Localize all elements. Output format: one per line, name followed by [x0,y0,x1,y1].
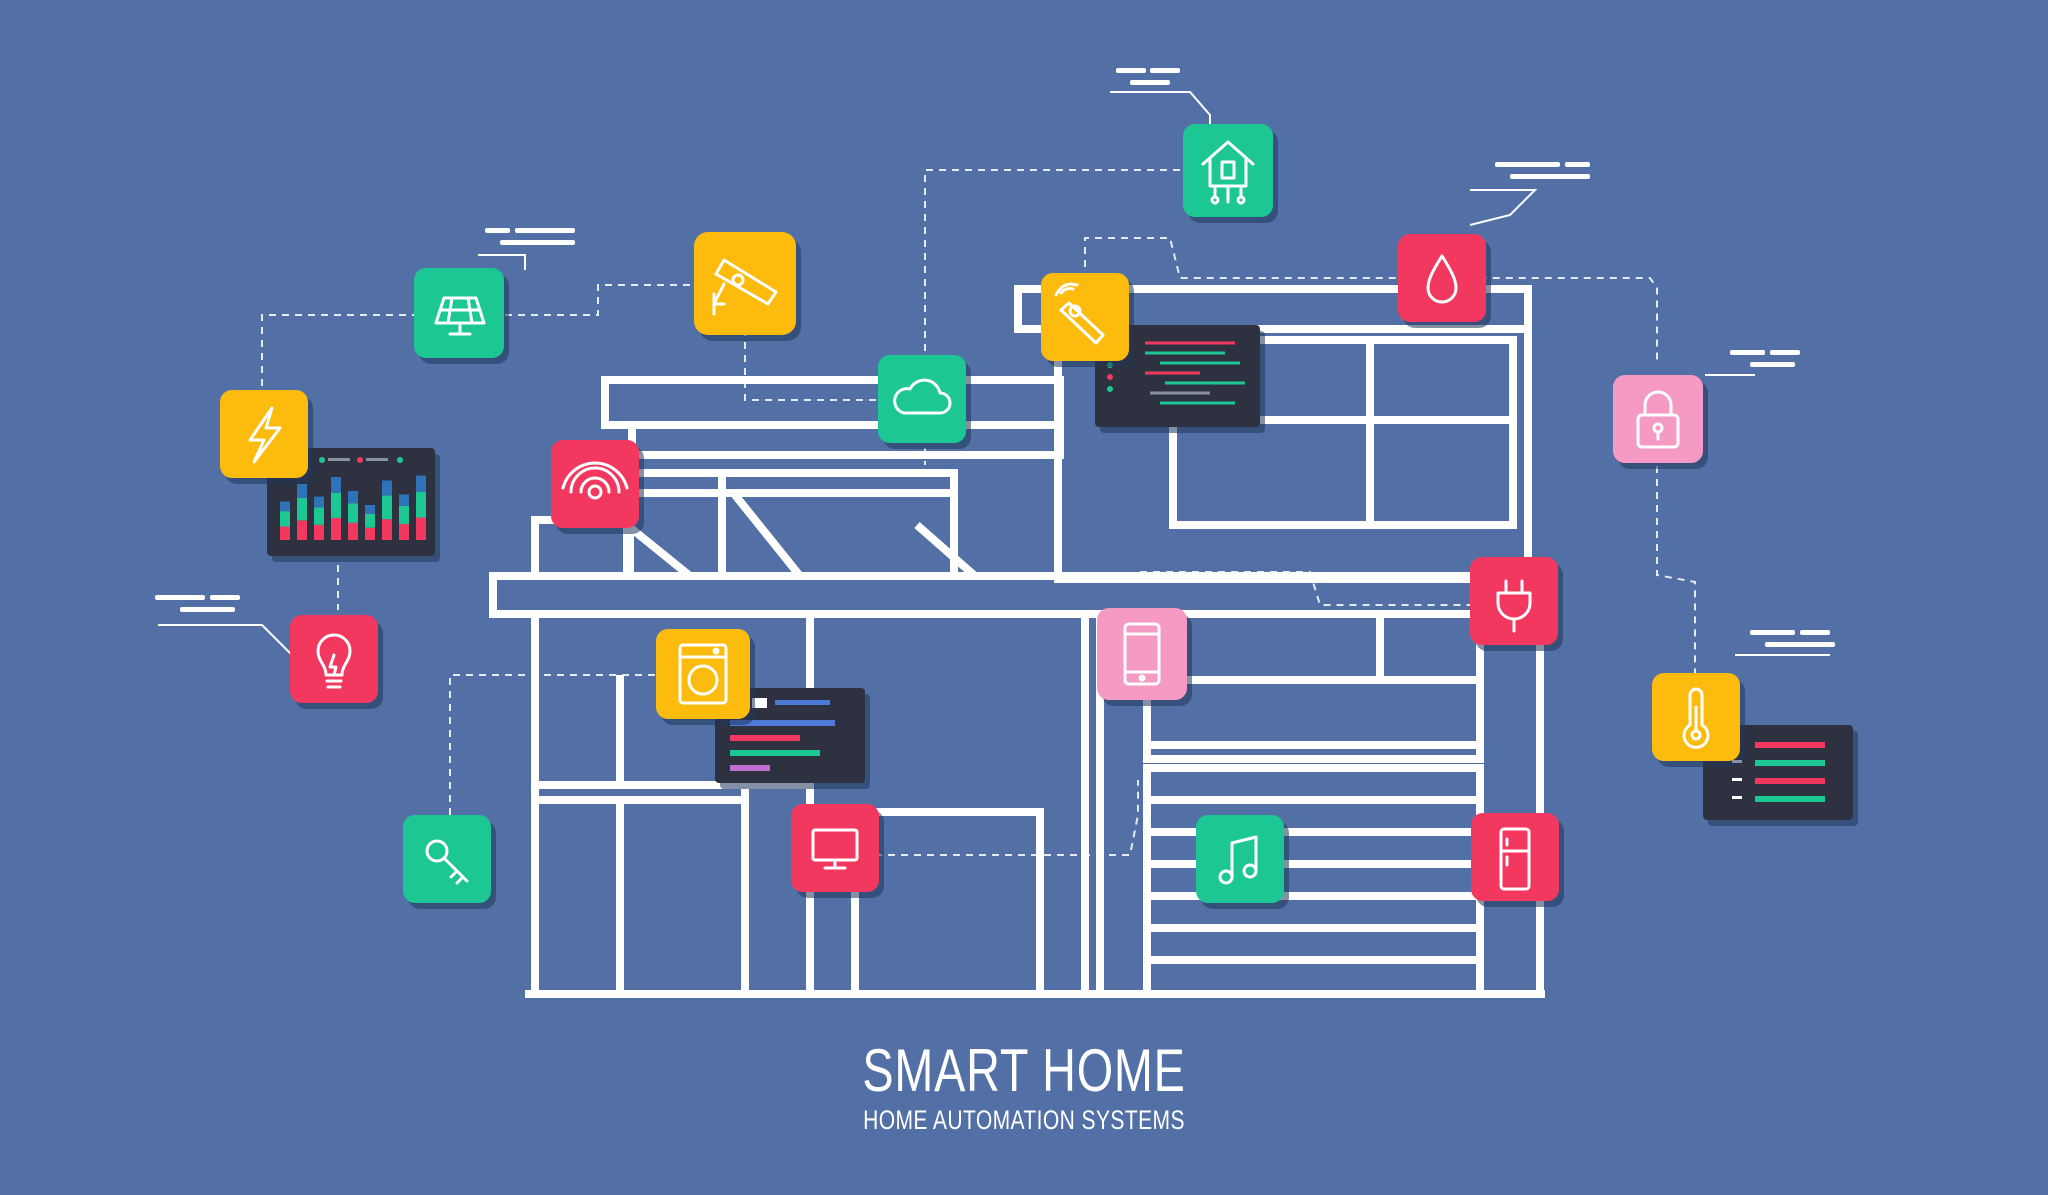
code-panel-top [1095,325,1260,427]
energy-bar-0-seg-2 [280,501,290,512]
power-plug-icon[interactable] [1470,557,1558,645]
remote-control-icon[interactable] [1041,273,1129,361]
energy-bar-0-seg-1 [280,511,290,527]
page-subtitle: HOME AUTOMATION SYSTEMS [863,1105,1185,1135]
smart-home-hub-icon[interactable] [1183,124,1273,217]
energy-bar-6-seg-2 [382,480,392,496]
security-camera-icon[interactable] [694,232,796,335]
energy-bar-7-seg-2 [399,494,409,506]
key-icon[interactable] [403,815,491,903]
energy-bar-1-seg-1 [297,498,307,521]
house-outline [489,285,1557,998]
callout-dashes [155,68,1835,647]
energy-bar-4-seg-2 [348,491,358,504]
cloud-icon[interactable] [878,355,966,443]
page-title: SMART HOME [862,1037,1186,1104]
status-panel-mid [715,688,865,783]
monitor-icon[interactable] [791,804,879,892]
washing-machine-icon[interactable] [656,629,750,719]
wifi-signal-icon[interactable] [551,440,639,528]
smartphone-icon[interactable] [1097,608,1187,700]
status-panel-right [1703,725,1853,820]
energy-bar-5-seg-0 [365,527,375,540]
solar-panel-icon[interactable] [414,268,504,358]
energy-bar-4-seg-1 [348,503,358,523]
energy-bar-4-seg-0 [348,522,358,540]
thermometer-icon[interactable] [1652,673,1740,761]
energy-bar-3-seg-0 [331,517,341,540]
lightning-bolt-icon[interactable] [220,390,308,478]
padlock-icon[interactable] [1613,375,1703,463]
energy-bar-2-seg-0 [314,524,324,540]
energy-bar-3-seg-1 [331,492,341,518]
energy-bar-5-seg-2 [365,505,375,514]
callout-lines [158,91,1830,656]
energy-bar-7-seg-0 [399,524,409,540]
energy-bar-1-seg-2 [297,484,307,498]
energy-bar-0-seg-0 [280,526,290,540]
energy-bar-6-seg-0 [382,519,392,540]
energy-chart-panel [267,448,435,556]
energy-bar-1-seg-0 [297,520,307,540]
energy-bar-8-seg-0 [416,517,426,540]
music-note-icon[interactable] [1196,815,1284,903]
energy-bar-2-seg-1 [314,507,324,525]
energy-bar-5-seg-1 [365,513,375,528]
refrigerator-icon[interactable] [1471,813,1559,901]
energy-bar-2-seg-2 [314,496,324,508]
light-bulb-icon[interactable] [290,615,378,703]
device-tiles [220,124,1740,903]
energy-bar-6-seg-1 [382,495,392,520]
energy-bar-3-seg-2 [331,477,341,493]
energy-bar-8-seg-2 [416,475,426,492]
water-drop-icon[interactable] [1398,234,1486,322]
energy-bar-7-seg-1 [399,505,409,525]
energy-bar-8-seg-1 [416,491,426,518]
